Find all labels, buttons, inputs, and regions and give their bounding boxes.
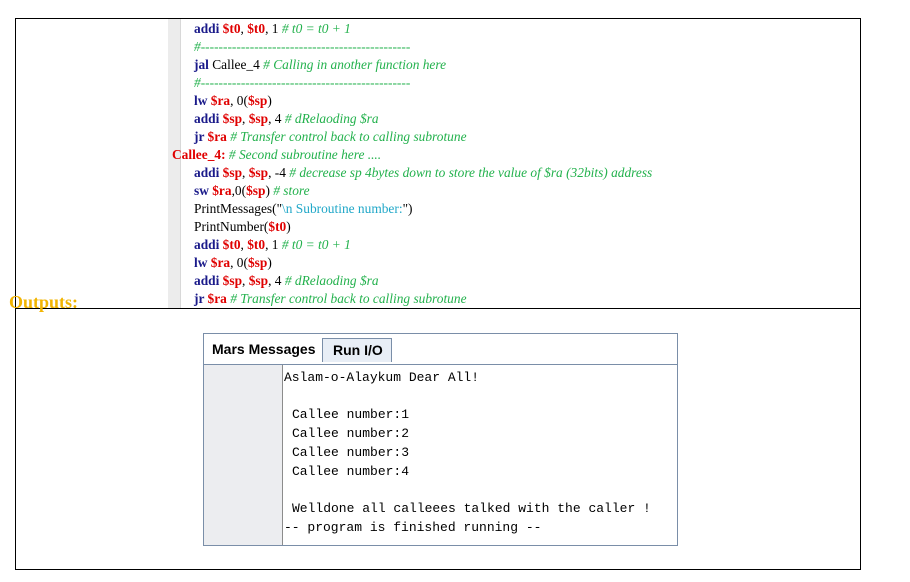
console-line: -- program is finished running -- [284, 520, 542, 535]
code-line: #---------------------------------------… [194, 39, 411, 54]
code-line: sw $ra,0($sp) # store [194, 183, 310, 198]
code-line-label: Callee_4: # Second subroutine here .... [172, 147, 382, 162]
code-line: lw $ra, 0($sp) [194, 255, 272, 270]
console-line: Aslam-o-Alaykum Dear All! [284, 370, 480, 385]
mars-tab-bar: Mars Messages Run I/O [204, 334, 677, 365]
console-line: Welldone all calleees talked with the ca… [292, 501, 651, 516]
console-line: Callee number:2 [292, 426, 410, 441]
console-gutter [204, 365, 283, 545]
code-line: jal Callee_4 # Calling in another functi… [194, 57, 447, 72]
code-line: addi $sp, $sp, -4 # decrease sp 4bytes d… [194, 165, 653, 180]
run-io-console[interactable]: Aslam-o-Alaykum Dear All! Callee number:… [284, 365, 677, 545]
code-line: addi $sp, $sp, 4 # dRelaoding $ra [194, 273, 379, 288]
console-line: Callee number:4 [292, 464, 410, 479]
code-line: addi $sp, $sp, 4 # dRelaoding $ra [194, 111, 379, 126]
mars-messages-window: Mars Messages Run I/O Aslam-o-Alaykum De… [203, 333, 678, 546]
outputs-heading: Outputs: [9, 292, 79, 312]
tab-mars-messages[interactable]: Mars Messages [212, 341, 316, 357]
table-row-divider [16, 308, 860, 309]
code-line: PrintMessages("\n Subroutine number:") [194, 201, 413, 216]
code-line: #---------------------------------------… [194, 75, 411, 90]
code-line: jr $ra # Transfer control back to callin… [194, 291, 467, 306]
console-line: Callee number:3 [292, 445, 410, 460]
document-table: addi $t0, $t0, 1 # t0 = t0 + 1 #--------… [15, 18, 861, 570]
code-line: jr $ra # Transfer control back to callin… [194, 129, 467, 144]
tab-run-io[interactable]: Run I/O [322, 338, 392, 362]
code-line: addi $t0, $t0, 1 # t0 = t0 + 1 [194, 237, 351, 252]
code-line: lw $ra, 0($sp) [194, 93, 272, 108]
code-gutter [168, 19, 181, 308]
code-line: PrintNumber($t0) [194, 219, 291, 234]
code-line: addi $t0, $t0, 1 # t0 = t0 + 1 [194, 21, 351, 36]
console-line: Callee number:1 [292, 407, 410, 422]
